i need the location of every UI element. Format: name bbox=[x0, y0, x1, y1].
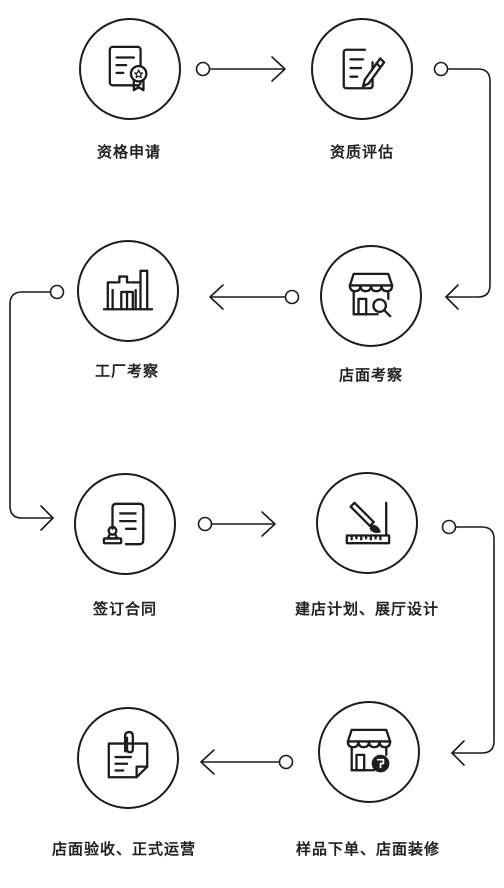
document-edit-icon bbox=[342, 48, 386, 90]
store-paint-icon bbox=[346, 728, 392, 773]
step-1-label: 资格申请 bbox=[96, 143, 161, 161]
step-4-circle bbox=[77, 240, 179, 342]
step-5-circle bbox=[74, 473, 176, 575]
factory-icon bbox=[102, 269, 154, 311]
step-2-circle bbox=[311, 18, 413, 120]
step-6-circle bbox=[316, 472, 418, 574]
clipboard-note-icon bbox=[107, 730, 149, 779]
step-7-label: 样品下单、店面装修 bbox=[295, 840, 440, 858]
step-1-circle bbox=[79, 18, 181, 120]
step-4-label: 工厂考察 bbox=[94, 362, 159, 380]
step-3-label: 店面考察 bbox=[338, 366, 403, 384]
arrow-left-2 bbox=[200, 749, 294, 775]
step-6-label: 建店计划、展厅设计 bbox=[294, 600, 439, 618]
step-2-label: 资质评估 bbox=[329, 143, 394, 161]
connector-down-right-2 bbox=[441, 519, 495, 766]
certificate-icon bbox=[108, 45, 148, 92]
arrow-right-2 bbox=[197, 511, 276, 537]
step-8-label: 店面验收、正式运营 bbox=[51, 840, 196, 858]
step-3-circle bbox=[320, 245, 422, 347]
arrow-right-1 bbox=[195, 56, 286, 82]
store-search-icon bbox=[348, 272, 394, 318]
step-7-circle bbox=[318, 701, 420, 803]
arrow-left-1 bbox=[209, 284, 300, 310]
design-ruler-icon bbox=[345, 501, 391, 545]
connector-down-right-1 bbox=[433, 61, 491, 310]
step-5-label: 签订合同 bbox=[92, 600, 157, 618]
step-8-circle bbox=[77, 707, 179, 809]
contract-stamp-icon bbox=[102, 502, 145, 546]
connector-down-left-1 bbox=[9, 284, 65, 531]
